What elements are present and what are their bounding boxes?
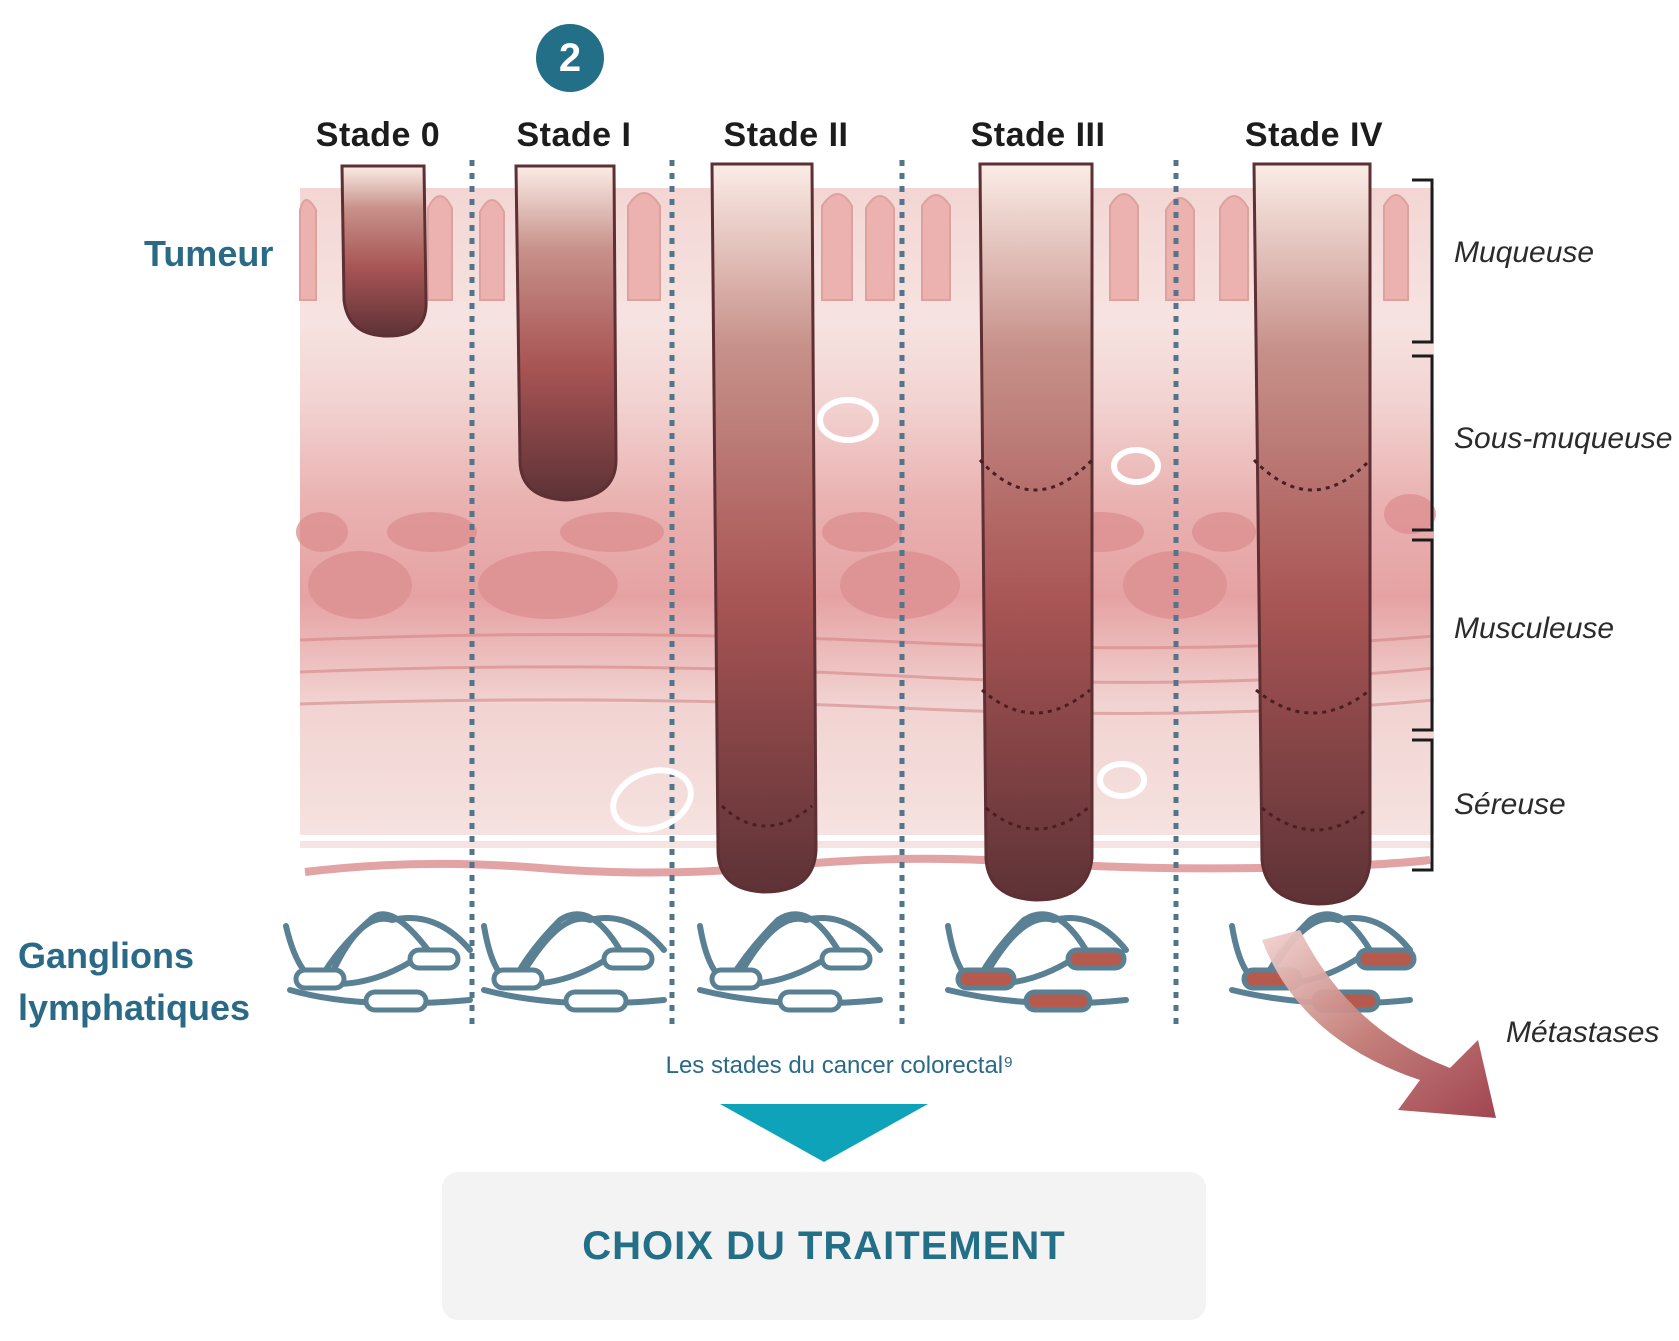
lymph-node-capsules [293,947,1417,1013]
layer-brackets [1412,178,1434,872]
stage-1-label: Stade I [516,116,632,154]
tumor-depth-markers [720,458,1372,832]
stage-3-label: Stade III [970,116,1106,154]
treatment-title: CHOIX DU TRAITEMENT [582,1223,1066,1268]
tumor-stage-3 [978,162,1094,902]
tumor-stage-4 [1252,162,1372,906]
diagram-caption: Les stades du cancer colorectal⁹ [665,1052,1014,1079]
tumor-label: Tumeur [144,233,274,274]
layer-label-serosa: Séreuse [1454,788,1566,821]
stage-separators [469,160,1179,1030]
layer-label-muscularis: Musculeuse [1454,612,1615,645]
tumor-stage-0 [340,164,428,338]
lymph-nodes-label-line2: lymphatiques [18,987,251,1028]
stage-2-label: Stade II [723,116,849,154]
metastases-label: Métastases [1506,1016,1660,1049]
layer-label-submucosa: Sous-muqueuse [1454,422,1673,455]
tumor-stage-1 [514,164,618,502]
down-arrow [720,1104,928,1162]
mucosa-villi [299,192,1409,301]
vessel-rings [610,397,1161,833]
tumor-stage-2 [710,162,818,894]
stage-0-label: Stade 0 [315,116,441,154]
treatment-box: CHOIX DU TRAITEMENT [442,1172,1206,1320]
lymph-nodes-label-line1: Ganglions [18,935,195,976]
layer-label-mucosa: Muqueuse [1454,236,1595,269]
metastases-arrow [1262,930,1496,1118]
step-number-badge: 2 [536,24,604,92]
stage-4-label: Stade IV [1244,116,1384,154]
